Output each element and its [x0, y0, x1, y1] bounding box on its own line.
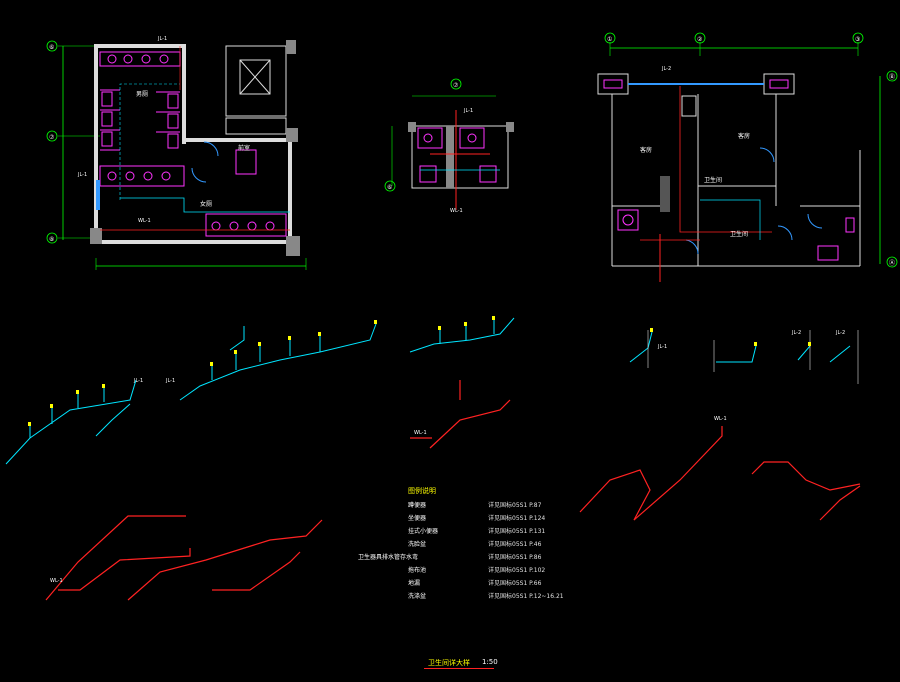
legend-row: 洗脸盆 详见国标05S1 P.46: [408, 539, 568, 549]
legend-fixture-ref: 详见国标05S1 P.12~16.21: [488, 593, 564, 600]
plan-c-room-2: 客房: [738, 132, 750, 140]
iso-supply-markers: [28, 316, 811, 426]
legend-row: 地漏 详见国标05S1 P.66: [408, 578, 568, 588]
plan-b-axis-left: ⑥: [387, 184, 392, 191]
legend-fixture-ref: 详见国标05S1 P.102: [488, 567, 546, 574]
plan-b-restroom: [384, 78, 514, 210]
plan-c-room-1: 客房: [640, 146, 652, 154]
plan-b-tag-2: WL-1: [450, 208, 463, 214]
legend-fixture-name: 地漏: [408, 580, 421, 587]
drawing-title: 卫生间详大样: [428, 659, 470, 667]
title-underline: [424, 668, 494, 669]
iso-label-jl1-b: JL-1: [165, 378, 175, 384]
legend-fixture-ref: 详见国标05S1 P.46: [488, 541, 542, 548]
plan-a-axis-bottom: ⑧: [49, 236, 54, 243]
legend-row: 卫生器具排水管存水弯 详见国标05S1 P.86: [358, 552, 578, 562]
plan-a-axis-mid: ⑦: [49, 134, 55, 141]
plan-b-axis-top: ⑦: [453, 82, 459, 89]
legend-fixture-ref: 详见国标05S1 P.86: [488, 554, 542, 561]
legend-row: 蹲便器 详见国标05S1 P.87: [408, 500, 568, 510]
plan-c-rooms: [597, 32, 898, 282]
drawing-scale: 1:50: [482, 658, 498, 666]
legend-fixture-name: 卫生器具排水管存水弯: [358, 554, 419, 561]
legend-row: 坐便器 详见国标05S1 P.124: [408, 513, 568, 523]
iso-label-wl1-b: WL-1: [414, 430, 427, 436]
legend-fixture-name: 蹲便器: [408, 502, 427, 509]
iso-label-jl2-a: JL-2: [791, 330, 801, 336]
plan-a-room-1: 男厕: [136, 91, 148, 98]
plan-c-axis-right-top: Ⓑ: [889, 73, 895, 81]
plan-a-room-3: 女厕: [200, 200, 212, 208]
plan-a-restroom: [46, 40, 307, 270]
legend-title: 图例说明: [408, 487, 436, 495]
fixture-legend: 图例说明 蹲便器 详见国标05S1 P.87 坐便器 详见国标05S1 P.12…: [358, 486, 578, 606]
iso-label-jl1-a: JL-1: [133, 378, 143, 384]
iso-water-supply: [5, 317, 859, 465]
legend-fixture-name: 挂式小便器: [408, 528, 439, 535]
iso-label-wl1-a: WL-1: [50, 578, 63, 584]
iso-label-wl1-c: WL-1: [714, 416, 727, 422]
plan-a-axis-top: ⑥: [49, 44, 54, 51]
plan-c-axis-3: ③: [855, 36, 860, 43]
legend-fixture-ref: 详见国标05S1 P.87: [488, 502, 542, 509]
legend-fixture-ref: 详见国标05S1 P.66: [488, 580, 542, 587]
legend-row: 洗涤盆 详见国标05S1 P.12~16.21: [408, 591, 568, 601]
plan-c-axis-right-bottom: Ⓐ: [889, 259, 895, 267]
legend-fixture-ref: 详见国标05S1 P.131: [488, 528, 546, 535]
plan-c-axis-2: ②: [697, 36, 703, 43]
plan-c-room-3: 卫生间: [704, 176, 722, 184]
legend-fixture-name: 洗脸盆: [408, 541, 427, 548]
legend-fixture-name: 坐便器: [408, 515, 427, 522]
plan-a-room-2: 前室: [238, 144, 250, 152]
plan-a-tag-2: JL-1: [77, 172, 87, 178]
legend-row: 拖布池 详见国标05S1 P.102: [408, 565, 568, 575]
plan-a-tag-3: WL-1: [138, 218, 151, 224]
iso-label-jl2-b: JL-2: [835, 330, 845, 336]
legend-row: 挂式小便器 详见国标05S1 P.131: [408, 526, 568, 536]
legend-fixture-name: 拖布池: [408, 567, 427, 574]
plan-c-tag-1: JL-2: [661, 66, 671, 72]
legend-fixture-ref: 详见国标05S1 P.124: [488, 515, 546, 522]
iso-label-jl1-c: JL-1: [657, 344, 667, 350]
iso-drainage: [45, 380, 861, 601]
plan-b-tag-1: JL-1: [463, 108, 473, 114]
plan-c-axis-1: ①: [607, 36, 612, 43]
legend-fixture-name: 洗涤盆: [408, 593, 427, 600]
plan-c-room-4: 卫生间: [730, 230, 748, 238]
plan-a-tag-1: JL-1: [157, 36, 167, 42]
